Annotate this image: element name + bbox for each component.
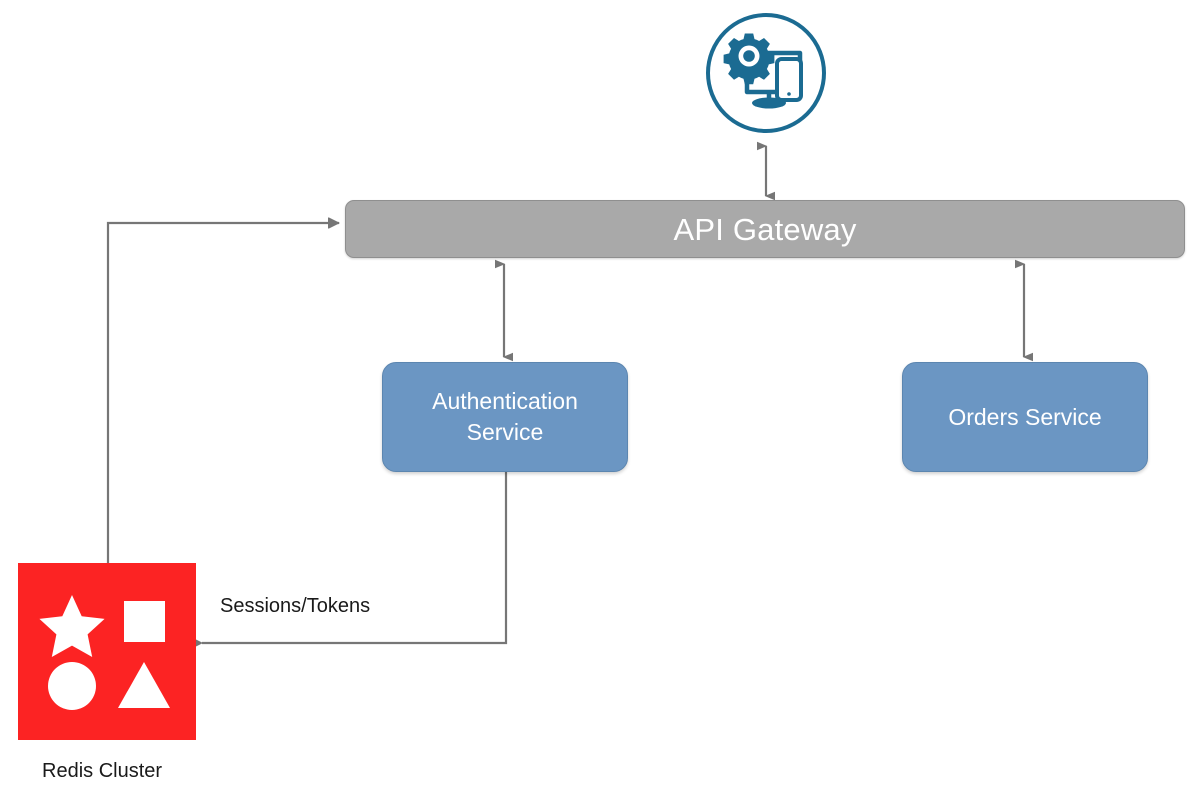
authentication-service-node[interactable]: Authentication Service	[382, 362, 628, 472]
client-devices-node[interactable]	[703, 10, 829, 136]
authentication-service-label: Authentication Service	[432, 388, 578, 445]
devices-gear-icon	[706, 13, 826, 133]
redis-cluster-node[interactable]	[18, 563, 196, 740]
edge-auth-to-redis	[202, 472, 508, 643]
edge-label-sessions-tokens: Sessions/Tokens	[220, 595, 371, 617]
orders-service-node[interactable]: Orders Service	[902, 362, 1148, 472]
star-shape	[39, 595, 105, 657]
triangle-shape	[118, 662, 170, 708]
api-gateway-label: API Gateway	[673, 211, 857, 247]
square-shape	[124, 601, 165, 642]
edge-redis-to-gateway	[106, 223, 339, 563]
api-gateway-node[interactable]: API Gateway	[345, 200, 1185, 258]
redis-glyphs	[39, 595, 170, 710]
orders-service-label: Orders Service	[948, 403, 1102, 430]
redis-cluster-caption: Redis Cluster	[42, 760, 163, 782]
circle-shape	[48, 662, 96, 710]
